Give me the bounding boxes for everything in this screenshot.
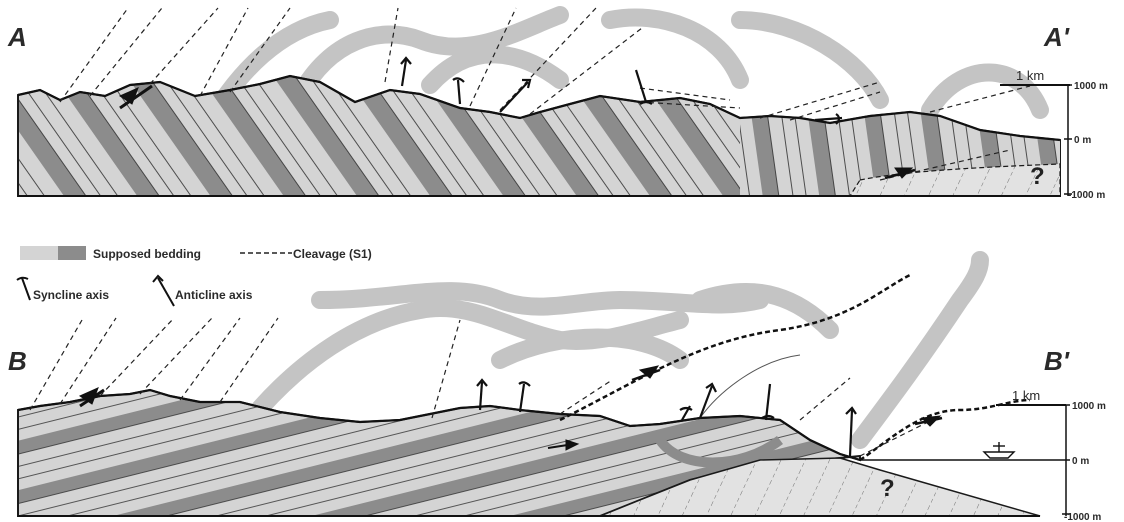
- section-b-elev-mid: 0 m: [1072, 456, 1089, 467]
- section-b-elevation-axis: [1062, 404, 1070, 516]
- legend-bedding-light-swatch: [20, 246, 58, 260]
- section-b-reconstruction: [241, 251, 989, 449]
- section-b-scale-bar: 1 km: [996, 388, 1066, 406]
- section-a-topography: [17, 74, 1061, 142]
- anticline-axis-icon: [845, 406, 857, 457]
- legend-anticline-label: Anticline axis: [175, 288, 253, 302]
- section-a-scale-label: 1 km: [1016, 68, 1044, 83]
- legend: Supposed bedding Cleavage (S1) Syncline …: [16, 246, 372, 307]
- section-b: B B' 1 km 1000 m 0 m -1000 m ?: [8, 251, 1106, 522]
- section-a-basement: [848, 163, 1061, 197]
- syncline-axis-icon: [634, 69, 653, 105]
- section-a-elev-bottom: -1000 m: [1068, 190, 1105, 201]
- section-b-topography: [17, 388, 861, 462]
- section-a-elev-top: 1000 m: [1074, 81, 1108, 92]
- section-b-elev-bottom: -1000 m: [1064, 512, 1101, 522]
- legend-bedding-dark-swatch: [58, 246, 86, 260]
- section-a-fold-axes: [400, 56, 843, 125]
- ship-icon: [982, 442, 1016, 459]
- section-b-left-label: B: [8, 346, 27, 376]
- anticline-axis-icon: [400, 56, 412, 87]
- section-b-question-mark: ?: [880, 475, 895, 502]
- section-a-east-strata: [740, 112, 1060, 196]
- section-b-right-label: B': [1044, 346, 1070, 376]
- syncline-axis-icon: [452, 77, 465, 105]
- legend-bedding-label: Supposed bedding: [93, 247, 201, 261]
- section-b-thrusts: [559, 273, 1031, 462]
- legend-syncline-label: Syncline axis: [33, 288, 109, 302]
- section-a-left-label: A: [7, 22, 27, 52]
- section-a: A A' 1 km 1000 m 0 m -1000 m ?: [7, 6, 1108, 201]
- section-b-scale-label: 1 km: [1012, 388, 1040, 403]
- anticline-axis-icon: [476, 378, 488, 411]
- section-b-fold-axes: [476, 378, 857, 457]
- section-b-thin-trace: [699, 354, 801, 419]
- section-a-scale-bar: 1 km: [1000, 68, 1070, 86]
- section-a-question-mark: ?: [1030, 163, 1045, 190]
- section-a-elevation-axis: [1064, 84, 1072, 196]
- syncline-axis-icon: [518, 381, 531, 413]
- anticline-axis-icon: [698, 382, 717, 419]
- section-b-thrust-arrows: [78, 365, 943, 451]
- section-a-thrust-arrows: [118, 84, 916, 180]
- section-b-syncline-core: [655, 435, 783, 468]
- legend-cleavage-label: Cleavage (S1): [293, 247, 372, 261]
- section-b-cleavage: [29, 317, 933, 457]
- section-a-right-label: A': [1043, 22, 1070, 52]
- section-a-reconstruction: [201, 6, 1049, 129]
- syncline-axis-icon: [761, 383, 775, 421]
- syncline-axis-icon: [814, 113, 843, 125]
- syncline-axis-icon: [679, 405, 693, 421]
- anticline-axis-icon: [499, 78, 532, 113]
- anticline-axis-icon: [152, 274, 175, 307]
- section-a-elev-mid: 0 m: [1074, 135, 1091, 146]
- section-b-elev-top: 1000 m: [1072, 401, 1106, 412]
- syncline-axis-icon: [16, 276, 31, 301]
